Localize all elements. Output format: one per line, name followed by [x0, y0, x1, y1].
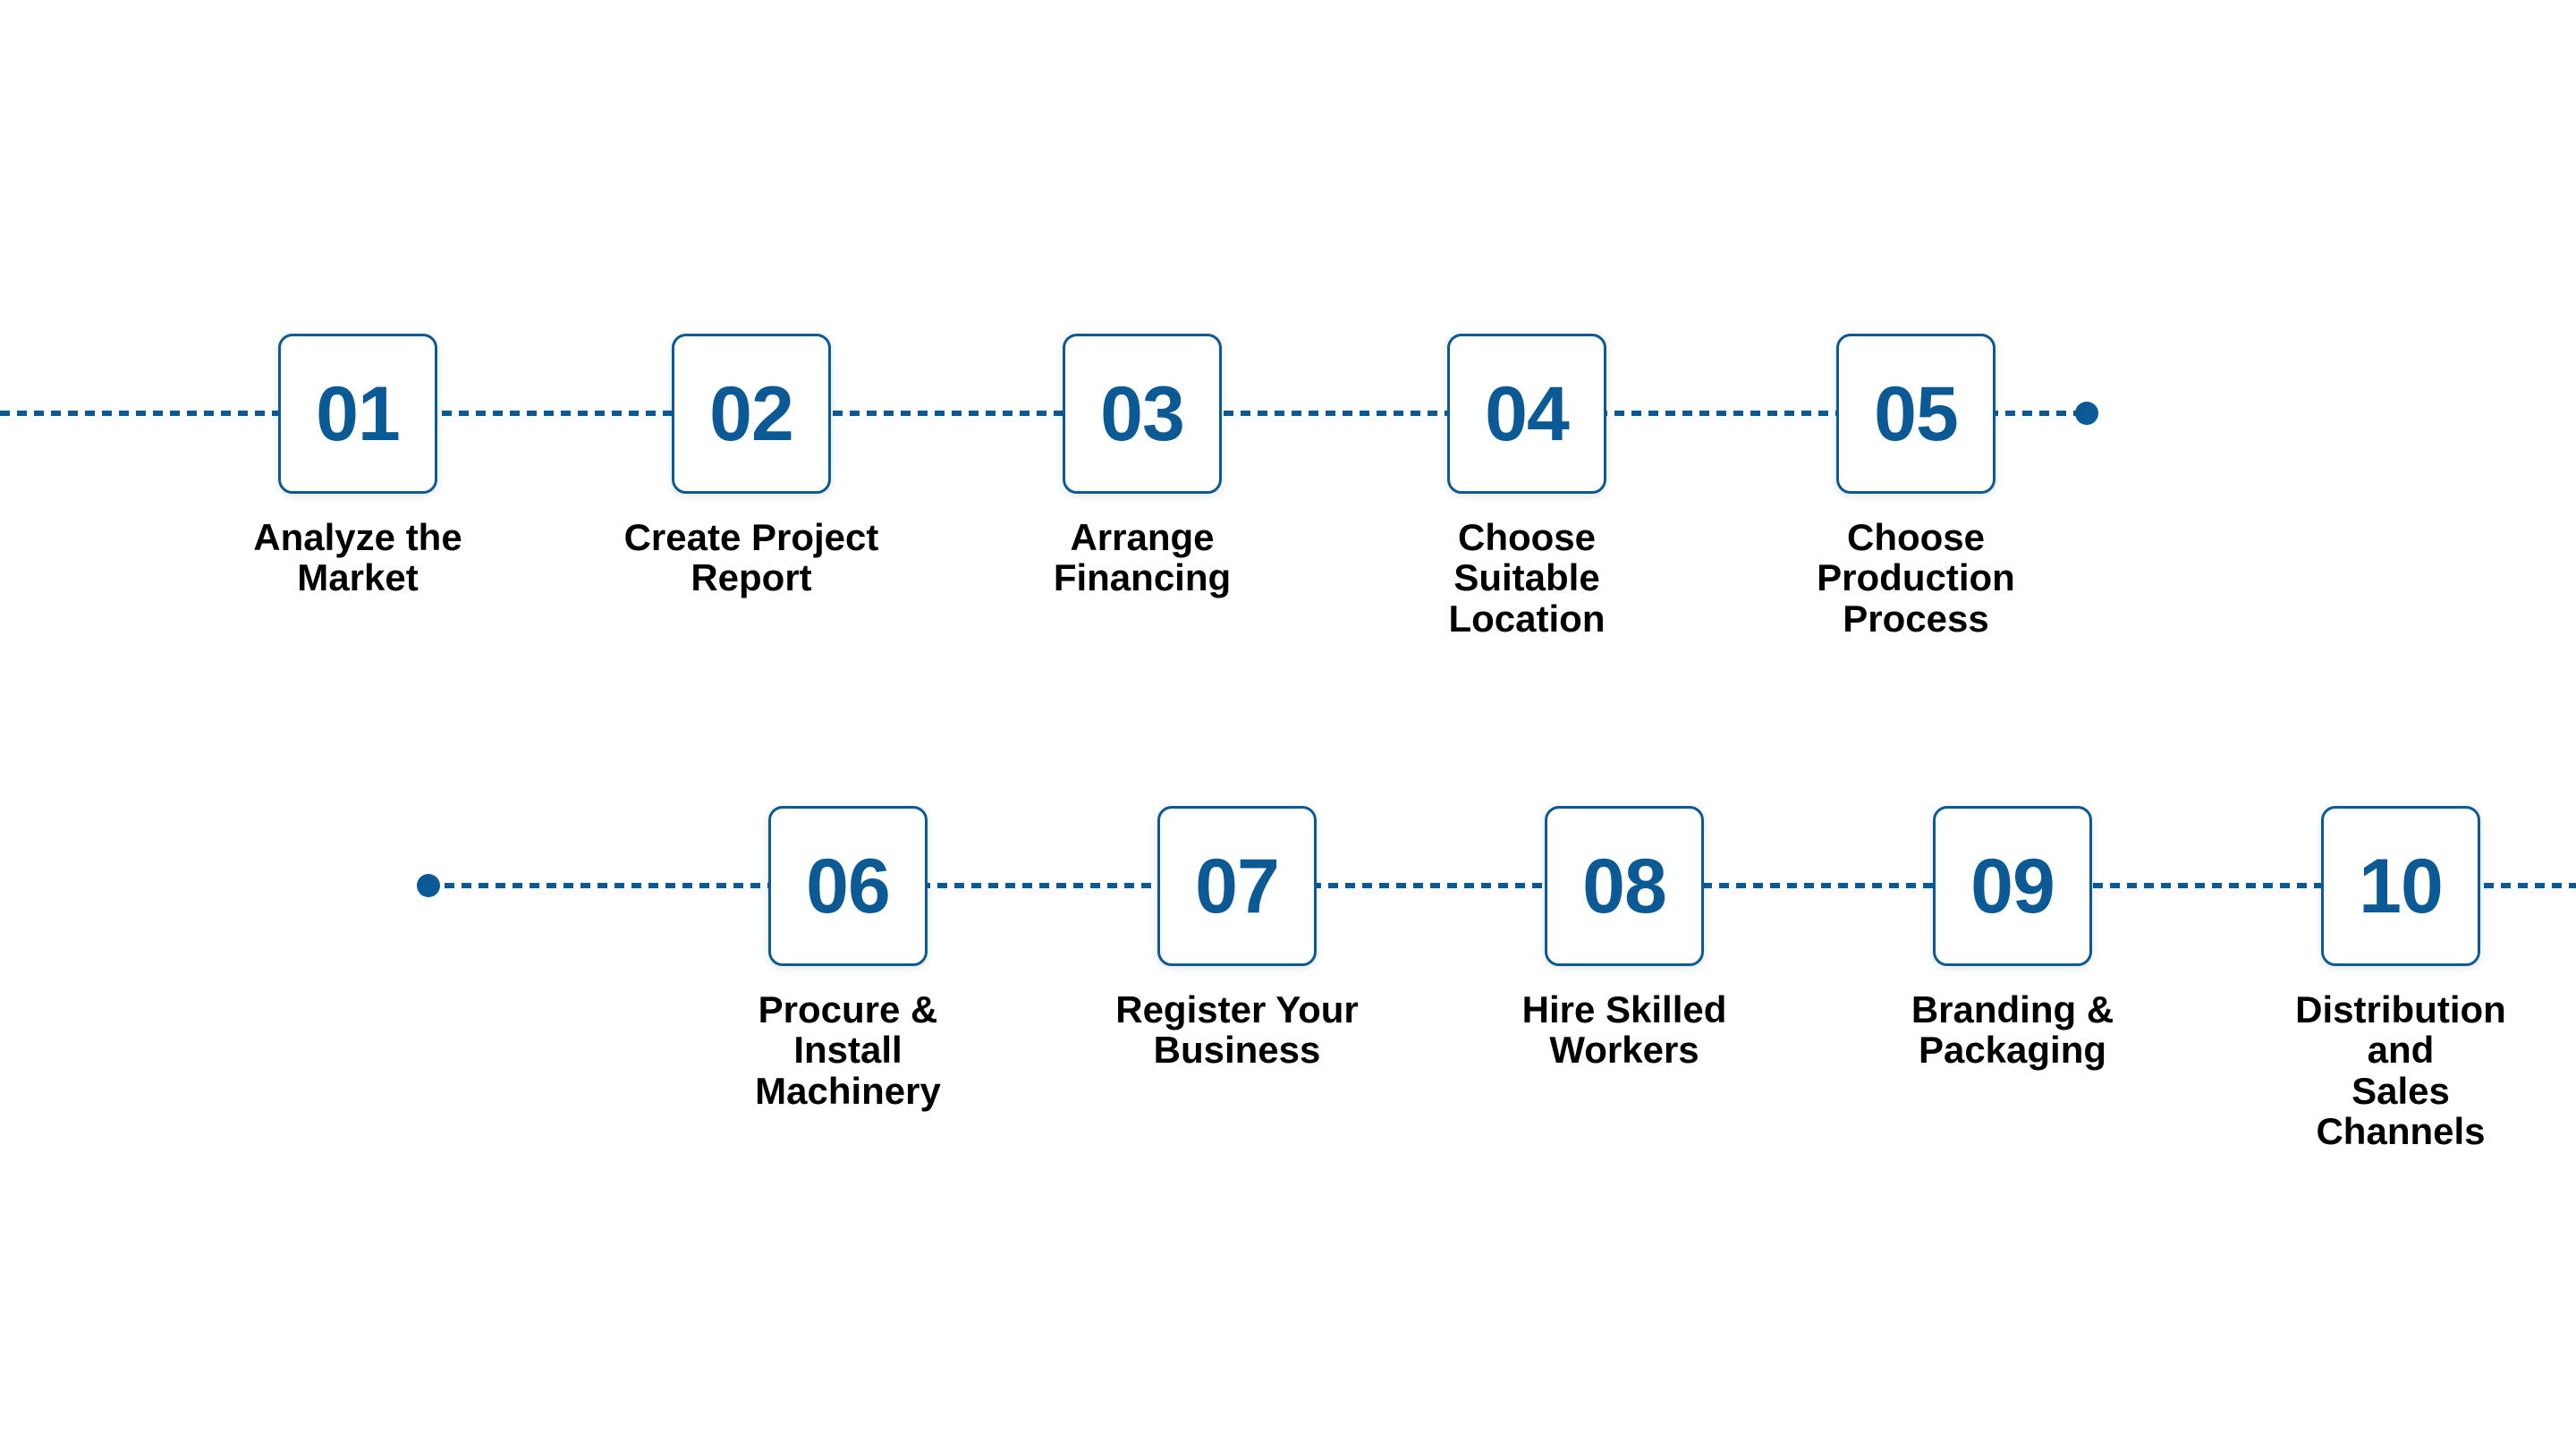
- step-06-number: 06: [806, 843, 891, 929]
- step-09-number: 09: [1970, 843, 2055, 929]
- step-07-badge[interactable]: 07: [1157, 806, 1317, 966]
- step-03-label: Arrange Financing: [1053, 516, 1232, 599]
- step-02-label: Create Project Report: [623, 516, 879, 599]
- step-01-badge[interactable]: 01: [278, 334, 437, 494]
- step-02-badge[interactable]: 02: [672, 334, 831, 494]
- step-04-badge[interactable]: 04: [1447, 334, 1606, 494]
- step-08-badge[interactable]: 08: [1545, 806, 1704, 966]
- connector-end-dot-row-1: [2075, 402, 2098, 425]
- step-06-label: Procure & Install Machinery: [755, 988, 941, 1112]
- step-06-badge[interactable]: 06: [768, 806, 928, 966]
- step-07-label: Register Your Business: [1115, 988, 1359, 1072]
- step-09-badge[interactable]: 09: [1933, 806, 2092, 966]
- connector-line-row-2: [428, 883, 2576, 888]
- step-01-number: 01: [316, 370, 401, 457]
- step-05-number: 05: [1874, 370, 1959, 457]
- step-10-number: 10: [2359, 843, 2444, 929]
- step-01-label: Analyze the Market: [253, 516, 462, 599]
- step-09-label: Branding & Packaging: [1911, 988, 2114, 1072]
- step-05-label: Choose Production Process: [1817, 516, 2015, 640]
- step-04-number: 04: [1485, 370, 1570, 457]
- step-02-number: 02: [709, 370, 794, 457]
- connector-start-dot-row-2: [417, 874, 440, 897]
- step-10-label: Distribution and Sales Channels: [2295, 988, 2506, 1153]
- connector-line-row-1: [0, 411, 2086, 416]
- step-05-badge[interactable]: 05: [1836, 334, 1996, 494]
- step-03-number: 03: [1100, 370, 1185, 457]
- step-04-label: Choose Suitable Location: [1448, 516, 1606, 640]
- step-07-number: 07: [1195, 843, 1280, 929]
- step-10-badge[interactable]: 10: [2321, 806, 2480, 966]
- step-03-badge[interactable]: 03: [1063, 334, 1222, 494]
- step-08-number: 08: [1582, 843, 1667, 929]
- step-08-label: Hire Skilled Workers: [1521, 988, 1727, 1072]
